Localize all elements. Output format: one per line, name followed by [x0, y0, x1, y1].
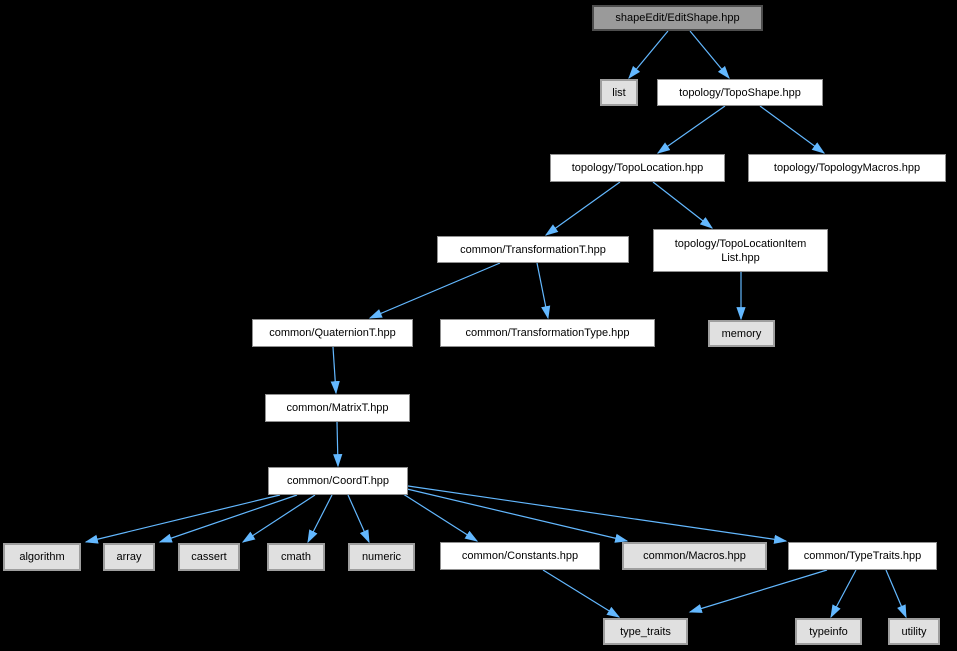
- edge-typetraits-to-utility: [885, 569, 907, 619]
- graph-node-topolocation[interactable]: topology/TopoLocation.hpp: [550, 154, 725, 182]
- graph-node-transformationt[interactable]: common/TransformationT.hpp: [437, 236, 629, 263]
- edge-coordt-to-array: [158, 494, 298, 543]
- edge-typetraits-to-typeinfo: [830, 569, 857, 619]
- graph-node-editshape: shapeEdit/EditShape.hpp: [592, 5, 763, 31]
- graph-node-topologymacros[interactable]: topology/TopologyMacros.hpp: [748, 154, 946, 182]
- edge-transformationt-to-transformationtype: [536, 262, 551, 320]
- edge-editshape-to-list: [628, 30, 669, 80]
- edge-coordt-to-numeric: [347, 494, 370, 544]
- graph-node-array: array: [103, 543, 155, 571]
- edge-coordt-to-constants: [399, 491, 479, 542]
- graph-node-coordt[interactable]: common/CoordT.hpp: [268, 467, 408, 495]
- graph-node-transformationtype[interactable]: common/TransformationType.hpp: [440, 319, 655, 347]
- graph-node-memory: memory: [708, 320, 775, 347]
- edge-transformationt-to-quaterniont: [368, 262, 501, 319]
- graph-node-cmath: cmath: [267, 543, 325, 571]
- edge-constants-to-type_traits: [542, 569, 621, 618]
- edge-editshape-to-toposhape: [689, 30, 730, 80]
- graph-node-topolocationitemlist[interactable]: topology/TopoLocationItem List.hpp: [653, 229, 828, 272]
- edge-toposhape-to-topologymacros: [759, 105, 826, 154]
- graph-node-cassert: cassert: [178, 543, 240, 571]
- graph-node-numeric: numeric: [348, 543, 415, 571]
- graph-node-utility: utility: [888, 618, 940, 645]
- edge-coordt-to-macros: [406, 488, 629, 543]
- edge-matrixt-to-coordt: [333, 421, 343, 468]
- graph-node-typetraits[interactable]: common/TypeTraits.hpp: [788, 542, 937, 570]
- edge-coordt-to-cmath: [307, 494, 333, 544]
- graph-node-macros: common/Macros.hpp: [622, 542, 767, 570]
- edge-coordt-to-algorithm: [84, 494, 281, 544]
- graph-node-list: list: [600, 79, 638, 106]
- graph-node-typeinfo: typeinfo: [795, 618, 862, 645]
- edge-coordt-to-typetraits: [407, 485, 788, 544]
- edge-typetraits-to-type_traits: [688, 569, 828, 613]
- graph-node-quaterniont[interactable]: common/QuaternionT.hpp: [252, 319, 413, 347]
- graph-node-algorithm: algorithm: [3, 543, 81, 571]
- edge-topolocation-to-transformationt: [544, 181, 621, 236]
- graph-node-toposhape[interactable]: topology/TopoShape.hpp: [657, 79, 823, 106]
- edge-toposhape-to-topolocation: [656, 105, 726, 154]
- edge-topolocation-to-topolocationitemlist: [652, 181, 714, 229]
- edge-coordt-to-cassert: [241, 494, 316, 543]
- graph-node-type_traits: type_traits: [603, 618, 688, 645]
- edge-quaterniont-to-matrixt: [330, 346, 340, 395]
- graph-node-matrixt[interactable]: common/MatrixT.hpp: [265, 394, 410, 422]
- graph-node-constants[interactable]: common/Constants.hpp: [440, 542, 600, 570]
